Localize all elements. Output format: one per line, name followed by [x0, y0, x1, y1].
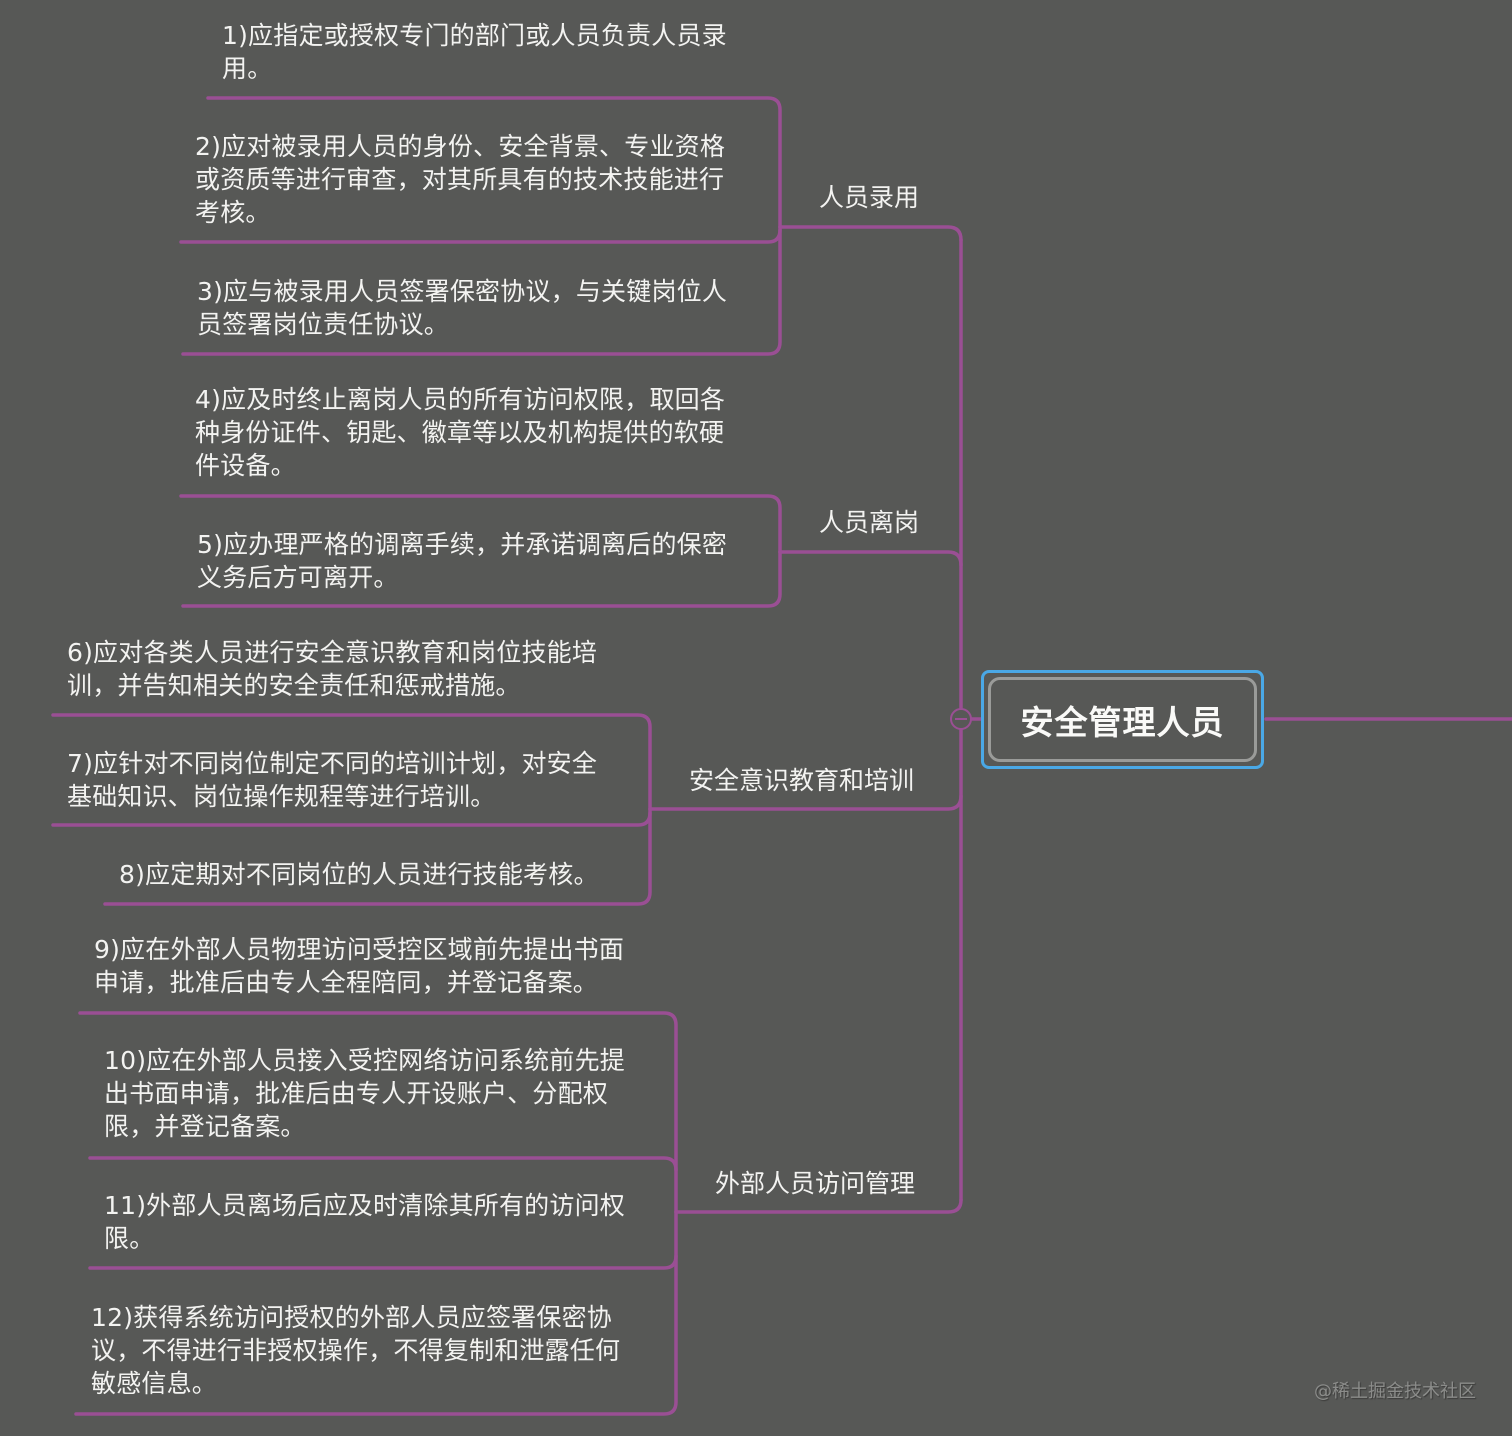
- branch-external-access[interactable]: 外部人员访问管理: [715, 1169, 916, 1198]
- leaf-item-3[interactable]: 3)应与被录用人员签署保密协议，与关键岗位人员签署岗位责任协议。: [197, 277, 728, 339]
- leaf-item-11[interactable]: 11)外部人员离场后应及时清除其所有的访问权限。: [104, 1191, 625, 1253]
- leaf-item-12[interactable]: 12)获得系统访问授权的外部人员应签署保密协议，不得进行非授权操作，不得复制和泄…: [91, 1303, 621, 1398]
- leaf-item-4[interactable]: 4)应及时终止离岗人员的所有访问权限，取回各种身份证件、钥匙、徽章等以及机构提供…: [195, 385, 726, 480]
- root-node-label: 安全管理人员: [988, 677, 1257, 762]
- leaf-item-7[interactable]: 7)应针对不同岗位制定不同的培训计划，对安全基础知识、岗位操作规程等进行培训。: [67, 749, 598, 811]
- leaf-item-6[interactable]: 6)应对各类人员进行安全意识教育和岗位技能培训，并告知相关的安全责任和惩戒措施。: [67, 638, 598, 700]
- branch-security-training[interactable]: 安全意识教育和培训: [689, 766, 915, 795]
- branch-staff-recruitment[interactable]: 人员录用: [819, 183, 920, 212]
- root-node[interactable]: 安全管理人员: [981, 670, 1264, 769]
- leaf-item-5[interactable]: 5)应办理严格的调离手续，并承诺调离后的保密义务后方可离开。: [197, 530, 728, 592]
- watermark: @稀土掘金技术社区: [1314, 1381, 1476, 1402]
- leaf-item-1[interactable]: 1)应指定或授权专门的部门或人员负责人员录用。: [222, 21, 727, 83]
- leaf-item-10[interactable]: 10)应在外部人员接入受控网络访问系统前先提出书面申请，批准后由专人开设账户、分…: [104, 1046, 625, 1141]
- leaf-item-9[interactable]: 9)应在外部人员物理访问受控区域前先提出书面申请，批准后由专人全程陪同，并登记备…: [94, 935, 625, 997]
- branch-staff-departure[interactable]: 人员离岗: [819, 508, 920, 537]
- leaf-item-2[interactable]: 2)应对被录用人员的身份、安全背景、专业资格或资质等进行审查，对其所具有的技术技…: [195, 132, 726, 227]
- leaf-item-8[interactable]: 8)应定期对不同岗位的人员进行技能考核。: [119, 860, 599, 889]
